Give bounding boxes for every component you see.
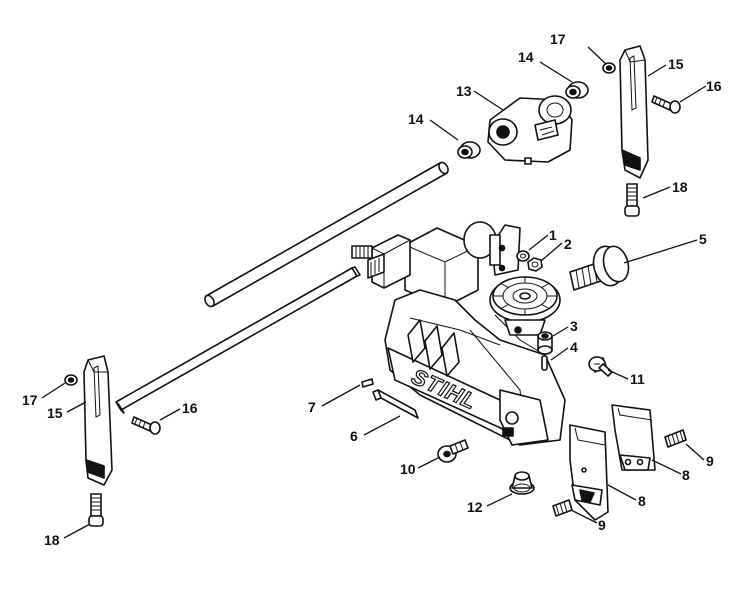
screw-11	[588, 356, 613, 377]
bracket-plate-upper	[611, 404, 656, 471]
hex-nut	[527, 257, 543, 272]
callout-9: 9	[706, 453, 714, 469]
callout-8: 8	[638, 493, 646, 509]
callout-2: 2	[564, 236, 572, 252]
clamp-arm-upper	[619, 45, 649, 179]
bracket-plate-lower	[569, 424, 609, 521]
callout-1: 1	[549, 227, 557, 243]
callout-13: 13	[456, 83, 472, 99]
thumb-screw	[569, 245, 630, 291]
callout-14: 14	[408, 111, 424, 127]
spring-9-lower	[552, 499, 573, 517]
callout-4: 4	[570, 339, 578, 355]
callout-15: 15	[668, 56, 684, 72]
bushing-14-lower	[457, 141, 481, 159]
callout-8: 8	[682, 467, 690, 483]
nut-17-upper	[602, 62, 616, 74]
pin-7	[361, 378, 374, 388]
callout-18: 18	[672, 179, 688, 195]
callout-10: 10	[400, 461, 416, 477]
callout-labels: 17 14 15 16 13 14 18 1 2 5 3 4 11 17 15 …	[22, 31, 722, 548]
plate-6	[372, 389, 419, 419]
callout-15: 15	[47, 405, 63, 421]
callout-16: 16	[706, 78, 722, 94]
callout-17: 17	[550, 31, 566, 47]
spring-9-upper	[664, 429, 687, 448]
screw-10	[437, 439, 469, 463]
callout-7: 7	[308, 399, 316, 415]
screw-16-lower	[131, 416, 161, 435]
angle-dial	[463, 221, 561, 336]
bushing-14-upper	[565, 81, 589, 99]
rotating-housing	[487, 95, 573, 165]
callout-14: 14	[518, 49, 534, 65]
clamp-arm-lower	[83, 355, 113, 486]
pin	[541, 355, 548, 371]
callout-6: 6	[350, 428, 358, 444]
square-guide-rod	[115, 266, 361, 414]
screw-18-lower	[88, 493, 104, 527]
spacer-sleeve	[537, 331, 553, 355]
screw-18-upper	[624, 183, 640, 217]
roller-12	[509, 471, 535, 495]
nut-17-lower	[64, 374, 78, 386]
callout-5: 5	[699, 231, 707, 247]
callout-18: 18	[44, 532, 60, 548]
callout-12: 12	[467, 499, 483, 515]
leader-lines	[41, 46, 707, 539]
callout-9: 9	[598, 517, 606, 533]
washer	[516, 250, 530, 262]
callout-17: 17	[22, 392, 38, 408]
callout-3: 3	[570, 318, 578, 334]
round-guide-rod	[204, 161, 449, 308]
screw-16-upper	[651, 95, 681, 114]
callout-16: 16	[182, 400, 198, 416]
callout-11: 11	[630, 371, 645, 387]
